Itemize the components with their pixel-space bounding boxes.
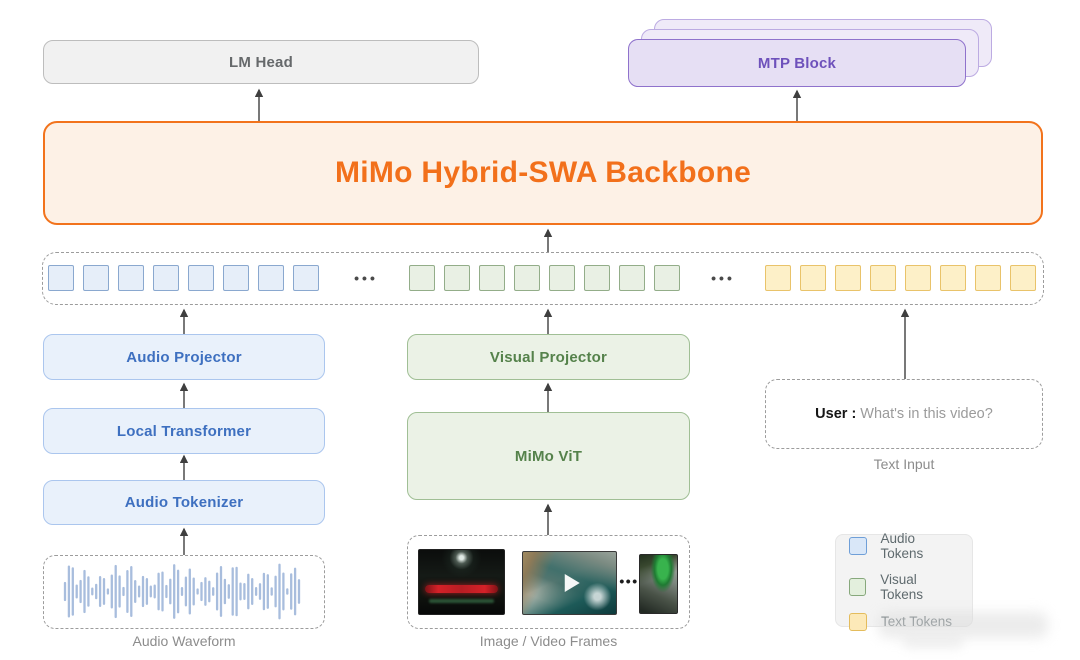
text-token — [1010, 265, 1036, 291]
text-token — [835, 265, 861, 291]
audio-tokenizer-label: Audio Tokenizer — [124, 494, 244, 511]
lm-head-box: LM Head — [43, 40, 479, 84]
video-frame-car-rear — [418, 549, 505, 615]
audio-token — [293, 265, 319, 291]
local-transformer-box: Local Transformer — [43, 408, 325, 454]
video-frame-road-car — [639, 554, 678, 614]
audio-token — [83, 265, 109, 291]
legend-visual-label: Visual Tokens — [880, 571, 923, 602]
visual-token-swatch — [849, 577, 867, 596]
backbone-box: MiMo Hybrid-SWA Backbone — [43, 121, 1043, 225]
audio-token-group — [48, 265, 319, 291]
visual-token — [444, 265, 470, 291]
audio-projector-box: Audio Projector — [43, 334, 325, 380]
video-frame-bridge — [522, 551, 617, 615]
visual-token — [514, 265, 540, 291]
audio-projector-label: Audio Projector — [126, 348, 242, 366]
user-prefix: User : — [815, 406, 857, 422]
frames-label: Image / Video Frames — [479, 633, 618, 649]
watermark — [878, 612, 1048, 638]
audio-token — [258, 265, 284, 291]
audio-waveform-label: Audio Waveform — [132, 633, 236, 649]
text-token-swatch — [849, 612, 867, 631]
audio-token — [48, 265, 74, 291]
mimo-vit-box: MiMo ViT — [407, 412, 690, 500]
text-token — [765, 265, 791, 291]
audio-token — [118, 265, 144, 291]
mtp-block-label: MTP Block — [757, 54, 837, 72]
text-token-group — [765, 265, 1036, 291]
text-token — [905, 265, 931, 291]
mtp-block-box: MTP Block — [628, 39, 966, 87]
visual-token — [479, 265, 505, 291]
visual-token — [654, 265, 680, 291]
backbone-title: MiMo Hybrid-SWA Backbone — [334, 156, 752, 189]
audio-token — [223, 265, 249, 291]
token-ellipsis-2: ••• — [711, 270, 735, 286]
visual-token — [584, 265, 610, 291]
play-icon — [564, 574, 580, 592]
local-transformer-label: Local Transformer — [116, 422, 252, 440]
visual-token-group — [409, 265, 680, 291]
car-green-glow — [429, 598, 494, 603]
text-input-content: User :What's in this video? — [815, 406, 993, 422]
audio-waveform-box — [43, 555, 325, 629]
text-input-label: Text Input — [873, 456, 935, 472]
lm-head-label: LM Head — [229, 53, 293, 71]
watermark-blob — [902, 635, 964, 649]
user-query: What's in this video? — [860, 406, 993, 422]
visual-token — [619, 265, 645, 291]
visual-projector-box: Visual Projector — [407, 334, 690, 380]
legend-audio-label: Audio Tokens — [880, 530, 924, 561]
text-token — [800, 265, 826, 291]
visual-projector-label: Visual Projector — [489, 348, 608, 366]
mimo-vit-label: MiMo ViT — [514, 447, 583, 465]
text-token — [940, 265, 966, 291]
audio-token-swatch — [849, 536, 867, 555]
audio-token — [153, 265, 179, 291]
legend-row-visual: Visual Tokens — [849, 572, 959, 602]
visual-token — [549, 265, 575, 291]
token-ellipsis-1: ••• — [354, 270, 378, 286]
frames-ellipsis: ••• — [619, 573, 639, 589]
text-input-box: User :What's in this video? — [765, 379, 1043, 449]
visual-token — [409, 265, 435, 291]
audio-tokenizer-box: Audio Tokenizer — [43, 480, 325, 525]
legend-row-audio: Audio Tokens — [849, 531, 959, 561]
text-token — [870, 265, 896, 291]
audio-token — [188, 265, 214, 291]
car-taillight-band — [424, 585, 499, 594]
audio-waveform-svg — [63, 563, 301, 620]
text-token — [975, 265, 1001, 291]
